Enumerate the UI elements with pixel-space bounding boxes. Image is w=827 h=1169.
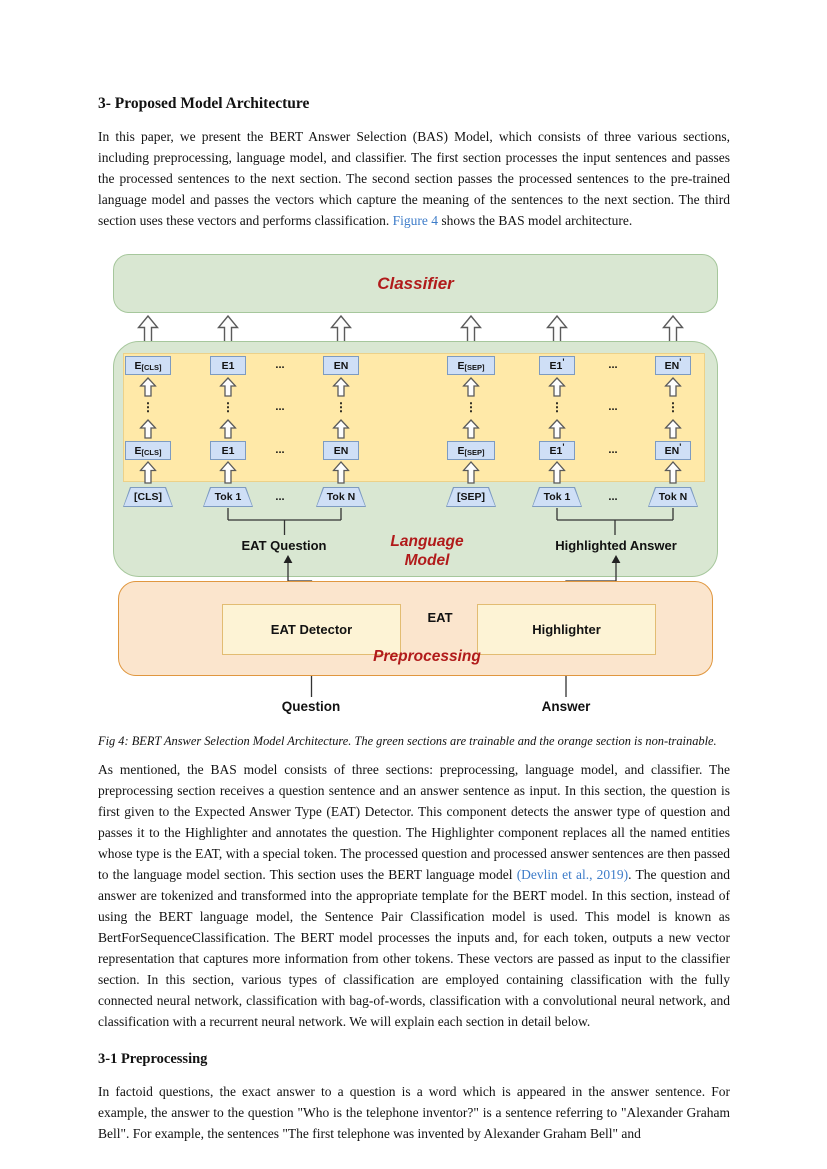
vertical-ellipsis: ⋮: [551, 400, 563, 414]
vertical-ellipsis: ⋮: [465, 400, 477, 414]
vertical-ellipsis: ⋮: [335, 400, 347, 414]
embedding-box-sep-bottom: E[SEP]: [447, 441, 495, 460]
token-tok1-answer: Tok 1: [532, 487, 582, 507]
paragraph-1-text-after: shows the BAS model architecture.: [438, 213, 633, 228]
vertical-ellipsis: ⋮: [222, 400, 234, 414]
question-input-label: Question: [281, 699, 341, 714]
embedding-box-cls-top: E[CLS]: [125, 356, 171, 375]
embedding-box-enp-top: EN': [655, 356, 691, 375]
paragraph-1: In this paper, we present the BERT Answe…: [98, 126, 730, 231]
ellipsis-dots: ...: [275, 444, 285, 456]
embedding-box-e1p-top: E1': [539, 356, 575, 375]
answer-input-label: Answer: [541, 699, 591, 714]
ellipsis-dots: ...: [608, 401, 618, 413]
language-model-label-line1: Language: [390, 533, 464, 550]
up-arrow-icon: [219, 461, 237, 484]
up-arrow-icon: [138, 419, 158, 439]
ellipsis-dots: ...: [608, 359, 618, 371]
ellipsis-dots: ...: [608, 491, 618, 503]
embedding-box-enp-bottom: EN': [655, 441, 691, 460]
embedding-box-en-top: EN: [323, 356, 359, 375]
figure-caption: Fig 4: BERT Answer Selection Model Archi…: [98, 734, 717, 748]
figure-4-link[interactable]: Figure 4: [392, 213, 439, 228]
section-heading: 3- Proposed Model Architecture: [98, 95, 310, 112]
up-arrow-icon: [548, 461, 566, 484]
ellipsis-dots: ...: [275, 491, 285, 503]
devlin-citation-link[interactable]: (Devlin et al., 2019): [516, 867, 629, 882]
embedding-box-e1-top: E1: [210, 356, 246, 375]
up-arrow-icon: [139, 461, 157, 484]
up-arrow-icon: [663, 419, 683, 439]
highlighter-box: Highlighter: [477, 604, 656, 655]
up-arrow-icon: [331, 377, 351, 397]
up-arrow-icon: [332, 461, 350, 484]
language-model-label-line2: Model: [404, 552, 450, 569]
classifier-label: Classifier: [377, 273, 454, 293]
up-arrow-icon: [664, 461, 682, 484]
paragraph-2-text-after: . The question and answer are tokenized …: [98, 867, 731, 1029]
token-cls: [CLS]: [123, 487, 173, 507]
up-arrow-icon: [138, 377, 158, 397]
embedding-box-en-bottom: EN: [323, 441, 359, 460]
eat-detector-box: EAT Detector: [222, 604, 401, 655]
vertical-ellipsis: ⋮: [667, 400, 679, 414]
token-tokn-question: Tok N: [316, 487, 366, 507]
ellipsis-dots: ...: [608, 444, 618, 456]
up-arrow-icon: [331, 419, 351, 439]
embedding-box-cls-bottom: E[CLS]: [125, 441, 171, 460]
paragraph-2-text: As mentioned, the BAS model consists of …: [98, 762, 730, 882]
highlighted-answer-label: Highlighted Answer: [555, 538, 677, 553]
up-arrow-icon: [663, 377, 683, 397]
paragraph-2: As mentioned, the BAS model consists of …: [98, 759, 730, 1032]
document-page: 3- Proposed Model Architecture In this p…: [98, 95, 730, 1141]
up-arrow-icon: [462, 461, 480, 484]
bas-model-architecture-figure: Classifier E[CLS] E1 ... EN E[SEP] E1' .…: [113, 254, 718, 720]
ellipsis-dots: ...: [275, 401, 285, 413]
paragraph-3: In factoid questions, the exact answer t…: [98, 1084, 730, 1141]
up-arrow-icon: [461, 419, 481, 439]
eat-question-label: EAT Question: [241, 538, 327, 553]
embedding-box-e1p-bottom: E1': [539, 441, 575, 460]
token-tok1-question: Tok 1: [203, 487, 253, 507]
subsection-heading: 3-1 Preprocessing: [98, 1051, 208, 1067]
paragraph-1-text: In this paper, we present the BERT Answe…: [98, 129, 730, 228]
up-arrow-icon: [218, 419, 238, 439]
up-arrow-icon: [461, 377, 481, 397]
up-arrow-icon: [547, 377, 567, 397]
classifier-section-box: Classifier: [113, 254, 718, 313]
token-sep: [SEP]: [446, 487, 496, 507]
token-tokn-answer: Tok N: [648, 487, 698, 507]
embedding-box-sep-top: E[SEP]: [447, 356, 495, 375]
embedding-box-e1-bottom: E1: [210, 441, 246, 460]
up-arrow-icon: [218, 377, 238, 397]
up-arrow-icon: [547, 419, 567, 439]
eat-arrow-label: EAT: [427, 610, 453, 625]
preprocessing-label: Preprocessing: [373, 648, 481, 665]
ellipsis-dots: ...: [275, 359, 285, 371]
vertical-ellipsis: ⋮: [142, 400, 154, 414]
